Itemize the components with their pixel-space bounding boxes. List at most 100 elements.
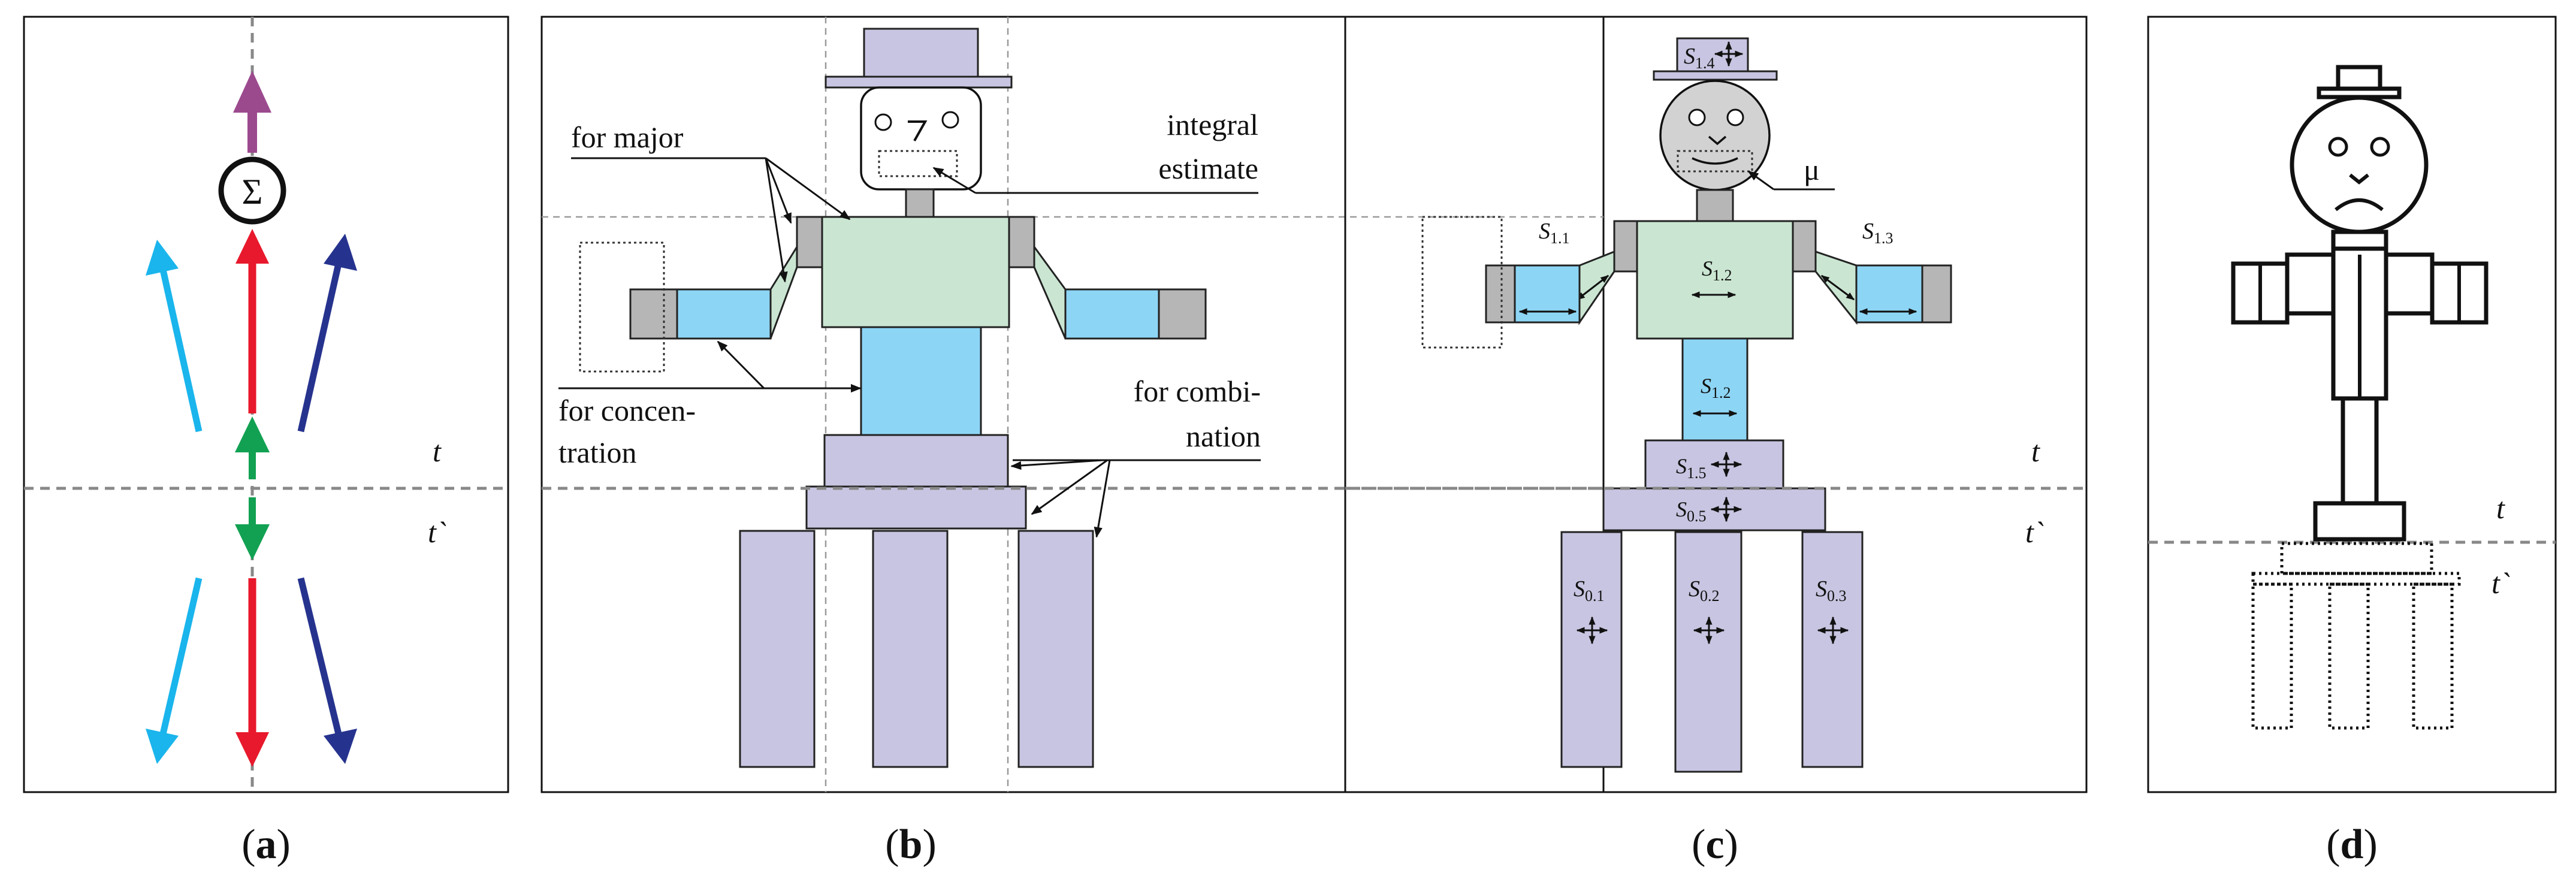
concentration-pointer-2 (717, 340, 765, 389)
panel-c-caption: (c) (1692, 821, 1738, 868)
cyan-up-arrow (159, 268, 203, 433)
panel-d-caption: (d) (2326, 821, 2378, 868)
combination-pointer-1 (1010, 459, 1103, 470)
d-hat-crown (2336, 65, 2382, 91)
left-dotted-box (579, 241, 665, 373)
navy-up-arrow (297, 262, 342, 433)
eye-left (874, 113, 892, 131)
c-label-s01: S0.1 (1574, 576, 1605, 605)
torso (821, 216, 1010, 328)
c-label-s15: S1.5 (1676, 454, 1707, 482)
c-hand-right (1921, 264, 1952, 324)
c-leg-left (1560, 531, 1623, 768)
d-eye-right (2370, 137, 2390, 157)
c-label-s02: S0.2 (1689, 576, 1720, 605)
navy-down-arrow (297, 577, 342, 735)
hat-crown (863, 28, 979, 78)
eye-right (941, 111, 959, 129)
panel-d: t t` (d) (2147, 16, 2557, 868)
hand-left (629, 288, 678, 340)
c-mouth-dotted (1677, 150, 1753, 173)
red-up-arrow-head (235, 229, 269, 264)
leg-right (1017, 530, 1094, 768)
panel-a-frame (23, 16, 509, 793)
c-s13-arrow (1820, 274, 1855, 301)
panel-a-t-label: t (433, 434, 442, 468)
panel-c: S1.4 μ S1.2 S1.1 S1.3 S1.2 (1344, 16, 2088, 868)
sum-symbol: Σ (242, 172, 263, 212)
nose (908, 120, 928, 141)
c-left-dotted-box (1421, 216, 1503, 349)
abdomen (860, 326, 982, 436)
cyan-up-arrow-head (146, 240, 179, 276)
c-label-s05: S0.5 (1676, 497, 1707, 525)
hand-right (1158, 288, 1207, 340)
d-head (2290, 95, 2429, 234)
shoulder-right (1008, 216, 1035, 268)
cyan-down-arrow-head (146, 729, 179, 764)
d-eye-left (2328, 137, 2348, 157)
pelvis-upper (823, 434, 1009, 488)
d-forearm-right (2384, 252, 2435, 316)
major-pointer-2 (765, 157, 851, 220)
c-hand-left (1485, 264, 1516, 324)
forearm-left (676, 288, 772, 340)
c-label-s13: S1.3 (1862, 219, 1894, 247)
c-mouth (1692, 157, 1738, 165)
leg-left (739, 530, 816, 768)
c-mu-pointer (1747, 170, 1774, 191)
head (860, 86, 982, 191)
green-down-arrow-head (235, 524, 270, 560)
c-eye-left (1688, 108, 1706, 126)
d-pelvis (2313, 501, 2406, 542)
label-estimate: estimate (1158, 152, 1258, 185)
shoulder-left (796, 216, 823, 268)
label-for-combination-1: for combi- (1134, 374, 1261, 408)
c-shoulder-left (1613, 220, 1638, 273)
neck (905, 188, 935, 219)
label-for-concentration-2: tration (558, 436, 637, 469)
label-for-major: for major (571, 120, 684, 154)
c-abdomen (1681, 337, 1748, 442)
label-for-combination-2: nation (1186, 419, 1261, 453)
panel-c-t-label: t (2031, 434, 2040, 468)
mouth-dotted (878, 150, 958, 177)
major-pointer-1 (765, 158, 792, 224)
combination-pointer-2 (1031, 459, 1108, 515)
c-leg-right (1801, 531, 1864, 768)
c-shoulder-right (1792, 220, 1817, 273)
d-leg-middle-dotted (2328, 582, 2370, 730)
forearm-right (1064, 288, 1160, 340)
d-abdomen (2341, 396, 2379, 506)
green-up-arrow-head (235, 416, 270, 452)
panel-a: Σ t t` (a) (23, 16, 509, 868)
label-integral: integral (1167, 108, 1258, 141)
c-eye-right (1726, 108, 1744, 126)
panel-b-caption: (b) (885, 821, 937, 868)
panel-b: for major integral estimate for concen- … (540, 16, 1605, 868)
panel-d-t-label: t (2496, 491, 2505, 525)
red-down-arrow-head (235, 732, 269, 767)
d-nose (2349, 173, 2369, 185)
panel-c-t-prime-label: t` (2025, 515, 2044, 549)
panel-c-frame (1344, 16, 2088, 793)
c-neck (1696, 189, 1734, 222)
purple-output-arrow-head (233, 71, 271, 113)
c-label-s03: S0.3 (1816, 576, 1847, 605)
label-for-concentration-1: for concen- (558, 394, 696, 427)
combination-pointer-3 (1094, 460, 1111, 538)
major-pointer-3 (765, 158, 788, 283)
c-forearm-left (1514, 264, 1581, 324)
hat-brim (825, 75, 1013, 89)
c-nose (1708, 135, 1727, 146)
sum-node (218, 156, 286, 225)
d-mouth-frown (2335, 198, 2384, 212)
pelvis-lower (805, 485, 1027, 530)
panel-a-t-prime-label: t` (428, 515, 446, 549)
c-forearm-right (1855, 264, 1923, 324)
c-torso (1636, 220, 1794, 340)
d-leg-right-dotted (2412, 582, 2454, 730)
c-label-s12-abdomen: S1.2 (1701, 374, 1731, 401)
leg-middle (872, 530, 949, 768)
